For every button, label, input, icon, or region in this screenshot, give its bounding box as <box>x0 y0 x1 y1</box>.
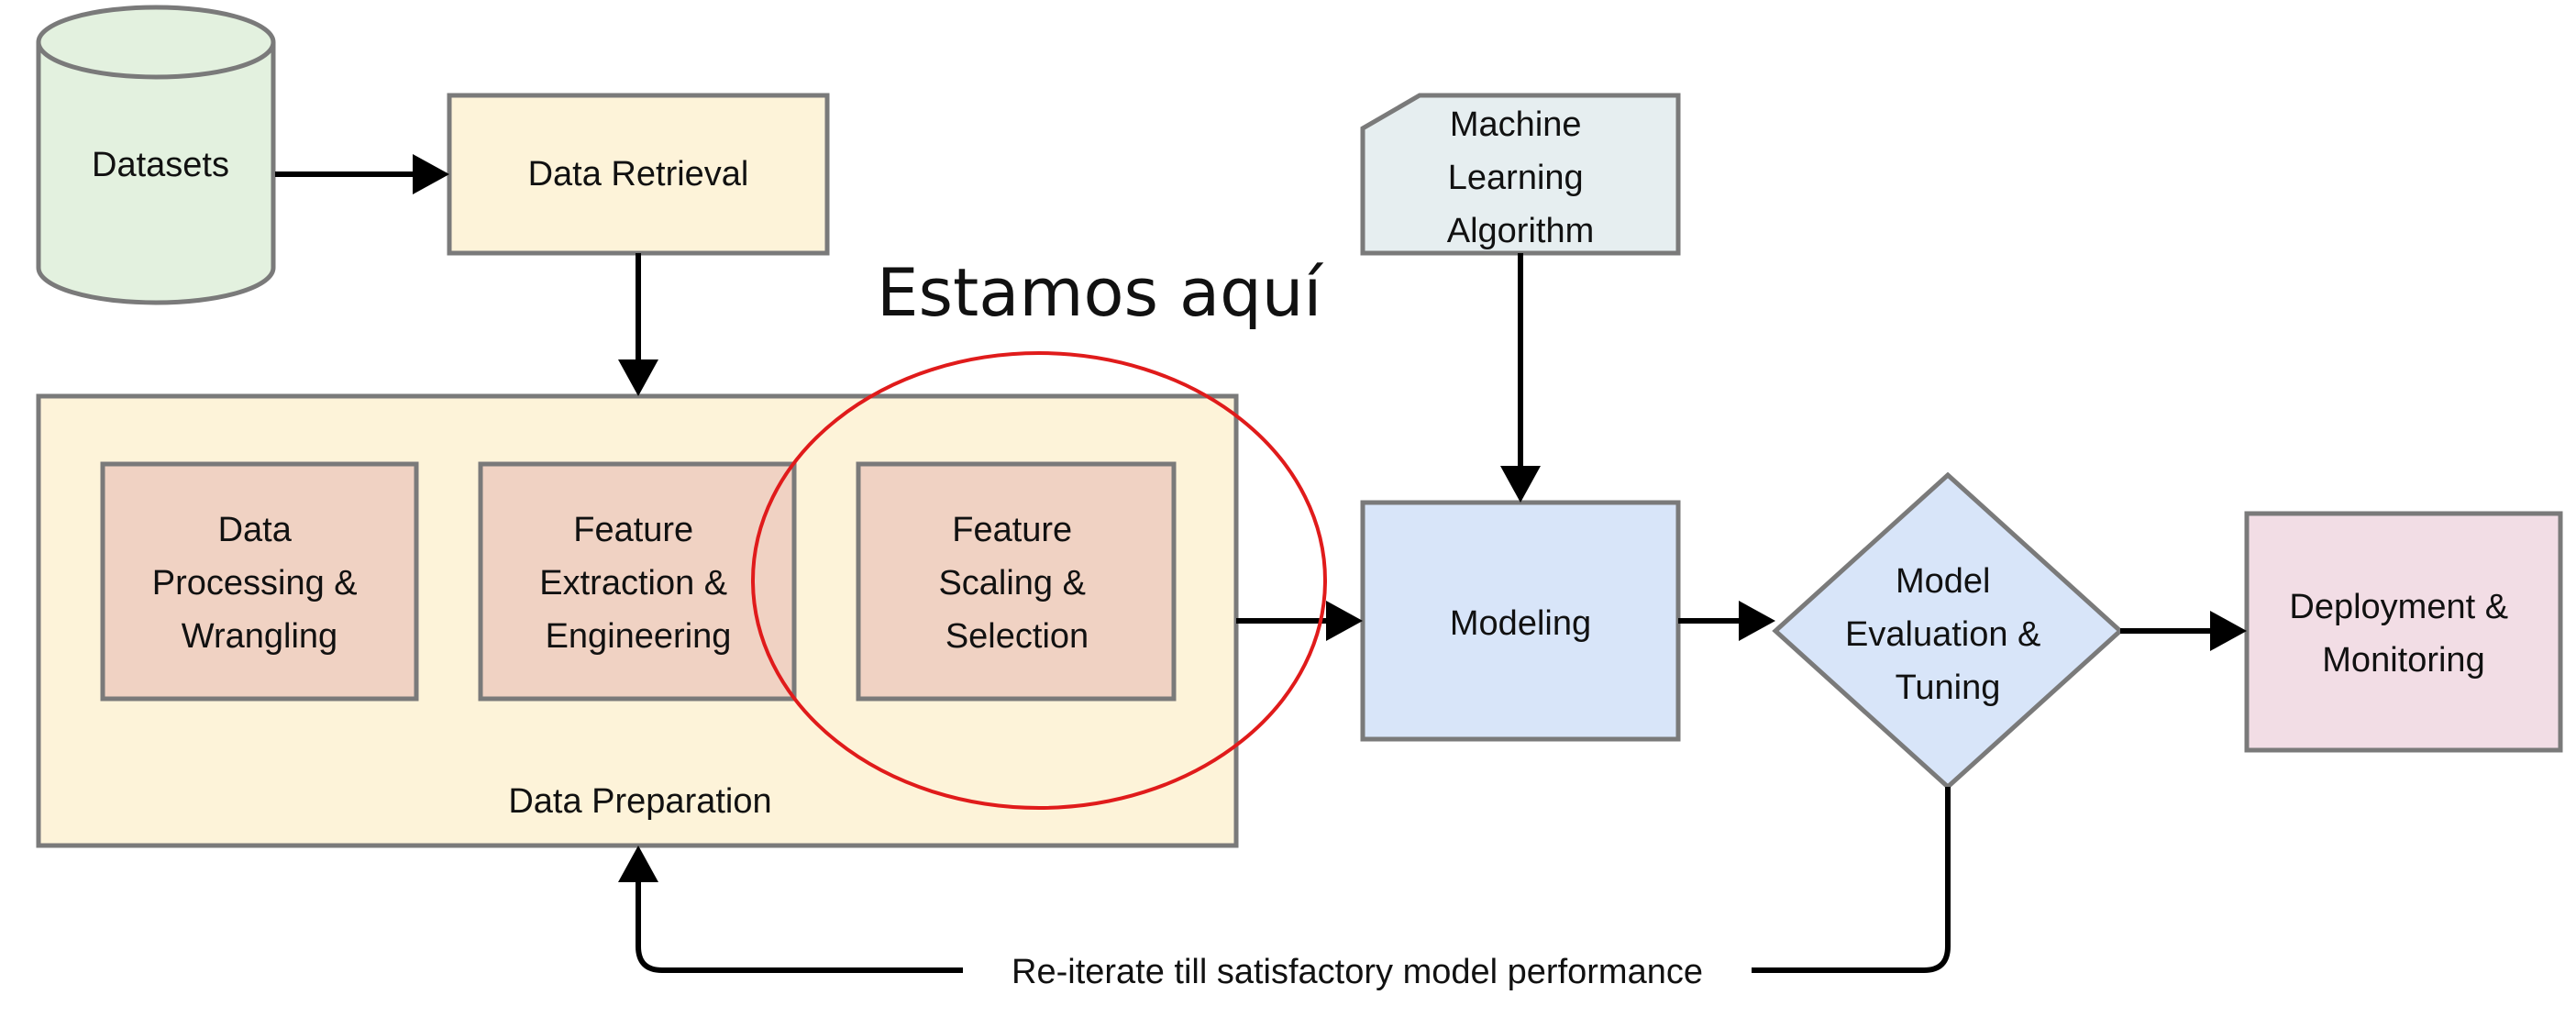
ml-algorithm-node: Machine Learning Algorithm <box>1360 93 1681 256</box>
deployment-line-2: Monitoring <box>2322 641 2484 680</box>
data-processing-line-2: Processing & <box>152 564 358 602</box>
model-evaluation-node: Model Evaluation & Tuning <box>1772 471 2124 790</box>
data-preparation-label: Data Preparation <box>508 782 771 821</box>
connectors <box>275 171 2210 973</box>
arrowhead-deployment-left <box>2210 611 2247 651</box>
svg-text:Feature Extraction &: Feature Extraction & Engineering <box>539 511 736 656</box>
deployment-node: Deployment & Monitoring <box>2244 511 2563 753</box>
ml-algorithm-line-1: Machine <box>1450 105 1582 144</box>
feature-scaling-line-3: Selection <box>945 617 1089 656</box>
model-evaluation-line-1: Model <box>1896 562 1991 601</box>
feature-extraction-node: Feature Extraction & Engineering <box>478 461 797 702</box>
modeling-label: Modeling <box>1450 604 1591 643</box>
deployment-line-1: Deployment & <box>2289 588 2508 626</box>
data-processing-line-3: Wrangling <box>182 617 337 656</box>
feedback-loop-label: Re-iterate till satisfactory model perfo… <box>1012 953 1703 991</box>
datasets-node: Datasets <box>36 5 276 305</box>
arrowhead-retrieval <box>413 154 449 194</box>
feature-extraction-line-1: Feature <box>573 511 693 549</box>
ml-algorithm-line-2: Learning <box>1448 159 1584 197</box>
svg-text:Machine Learning A: Machine Learning Algorithm <box>1447 105 1595 250</box>
datasets-cylinder-top <box>36 5 276 80</box>
feedback-loop-line <box>636 787 1951 973</box>
data-retrieval-node: Data Retrieval <box>447 93 830 256</box>
feature-scaling-line-1: Feature <box>952 511 1072 549</box>
feature-scaling-line-2: Scaling & <box>938 564 1086 602</box>
model-evaluation-line-3: Tuning <box>1896 669 2001 707</box>
data-retrieval-label: Data Retrieval <box>528 155 749 193</box>
arrowhead-modeling-top <box>1500 466 1541 503</box>
modeling-node: Modeling <box>1360 500 1681 742</box>
feature-extraction-line-2: Extraction & <box>539 564 727 602</box>
arrowheads <box>413 154 2247 882</box>
arrowhead-modeling-left <box>1326 601 1363 641</box>
arrowhead-evaluation-left <box>1739 601 1775 641</box>
svg-text:Model Evaluation &: Model Evaluation & Tuning <box>1845 562 2051 707</box>
arrowhead-preparation-top <box>618 359 658 396</box>
svg-text:Deployment & Monitoring: Deployment & Monitoring <box>2289 588 2517 680</box>
feature-scaling-node: Feature Scaling & Selection <box>856 461 1177 702</box>
svg-text:Feature Scaling &: Feature Scaling & Selection <box>938 511 1095 656</box>
estamos-aqui-annotation: Estamos aquí <box>877 254 1323 331</box>
datasets-cylinder-body <box>36 42 276 305</box>
svg-text:Data Processing &: Data Processing & Wrangling <box>152 511 367 656</box>
ml-algorithm-line-3: Algorithm <box>1447 212 1595 250</box>
model-evaluation-line-2: Evaluation & <box>1845 615 2040 654</box>
highlight-ellipse <box>751 351 1327 810</box>
datasets-label: Datasets <box>92 146 229 184</box>
arrowhead-preparation-bottom <box>618 846 658 882</box>
feature-extraction-line-3: Engineering <box>546 617 732 656</box>
data-processing-line-1: Data <box>218 511 293 549</box>
data-processing-node: Data Processing & Wrangling <box>100 461 419 702</box>
